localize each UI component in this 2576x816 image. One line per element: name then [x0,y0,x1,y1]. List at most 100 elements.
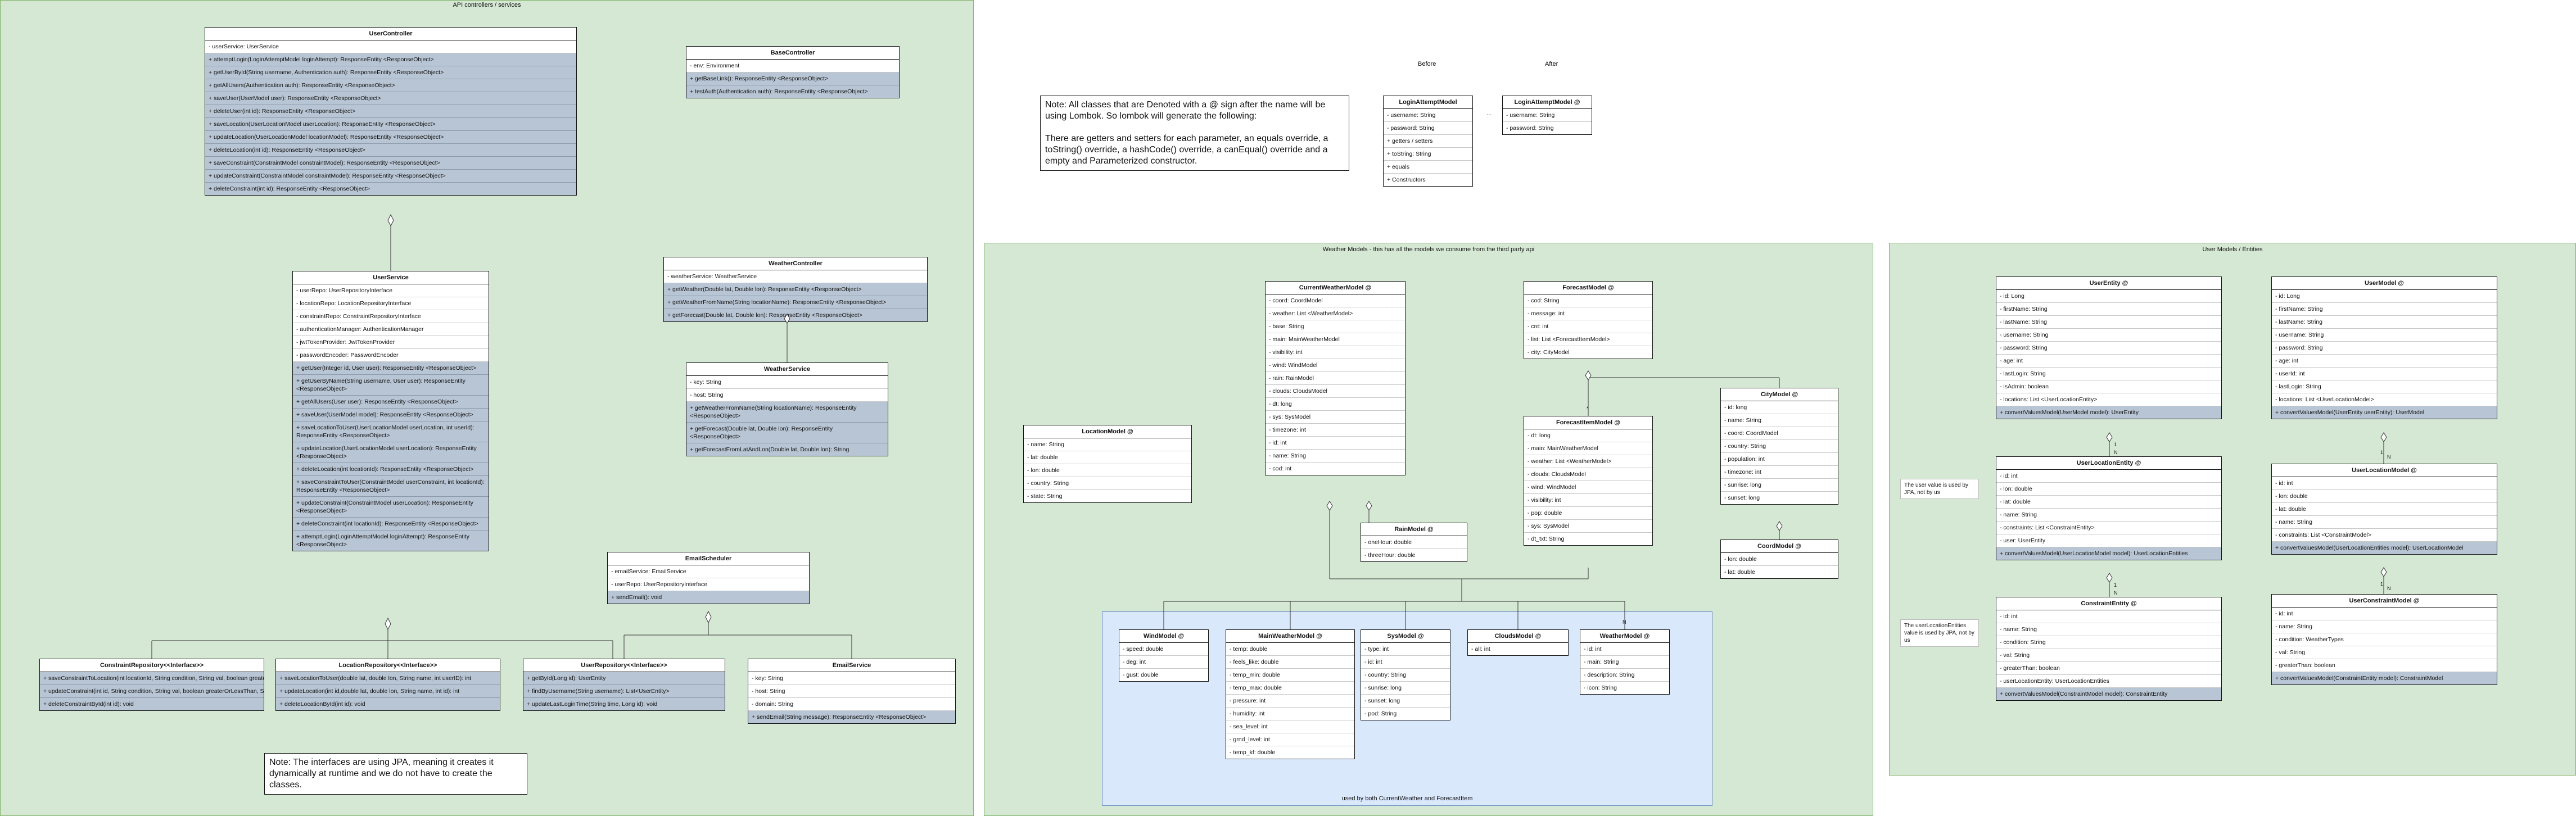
user-entity-class[interactable]: UserEntity @- id: Long- firstName: Strin… [1996,276,2222,419]
user-controller-class[interactable]: UserController- userService: UserService… [205,27,577,196]
multiplicity-usermodel-many: N [2387,454,2391,460]
class-method: + updateLocation(UserLocationModel userL… [293,442,489,463]
class-title: UserController [205,28,576,40]
shared-group-label: used by both CurrentWeather and Forecast… [1341,795,1473,802]
class-field: - val: String [2272,646,2497,659]
class-method: + updateLocation(int id,double lat, doub… [276,685,500,698]
class-field: - dt: long [1266,398,1405,411]
class-field: - domain: String [748,698,955,711]
wind-model-class[interactable]: WindModel @- speed: double- deg: int- gu… [1119,629,1209,682]
class-field: - city: CityModel [1527,349,1570,356]
class-method: + convertValuesModel(UserEntity userEnti… [2272,406,2497,419]
login-attempt-before-class[interactable]: LoginAttemptModel- username: String- pas… [1383,96,1473,187]
class-field: - id: long [1721,401,1838,414]
main-weather-model-class[interactable]: MainWeatherModel @- temp: double- feels_… [1226,629,1355,759]
class-field: - rain: RainModel [1266,372,1405,385]
class-method: + getForecastFromLatAndLon(Double lat, D… [686,443,888,456]
class-field: - locations: List <UserLocationModel> [2272,393,2497,406]
location-repository-interface[interactable]: LocationRepository<<Interface>>+ saveLoc… [275,659,500,711]
city-model-class[interactable]: CityModel @- id: long- name: String- coo… [1720,388,1838,505]
class-field: - id: Long [2272,290,2497,303]
rain-model-class[interactable]: RainModel @- oneHour: double- threeHour:… [1361,523,1467,562]
class-field: - temp: double [1226,643,1354,656]
multiplicity-locmodel-many: N [2387,586,2391,591]
jpa-note: Note: The interfaces are using JPA, mean… [264,753,527,795]
base-controller-class[interactable]: BaseController- env: Environment+ getBas… [686,46,900,98]
class-field: - message: int [1524,307,1652,320]
weather-controller-class[interactable]: WeatherController- weatherService: Weath… [663,257,928,322]
class-field: - age: int [1996,355,2221,368]
user-location-model-class[interactable]: UserLocationModel @- id: int- lon: doubl… [2271,464,2497,555]
class-method: + getWeatherFromName(String locationName… [664,296,927,309]
constraint-entity-class[interactable]: ConstraintEntity @- id: int- name: Strin… [1996,597,2222,701]
class-method: + updateLastLoginTime(String time, Long … [523,698,725,710]
user-service-class[interactable]: UserService- userRepo: UserRepositoryInt… [292,271,489,551]
class-field: - userService: UserService [205,40,576,53]
class-field: - wind: WindModel [1266,359,1405,372]
class-method: + saveLocationToUser(UserLocationModel u… [293,421,489,442]
class-field: - pressure: int [1226,695,1354,708]
class-field: - name: String [1266,450,1405,463]
user-model-class[interactable]: UserModel @- id: Long- firstName: String… [2271,276,2497,419]
user-location-entity-class[interactable]: UserLocationEntity @- id: int- lon: doub… [1996,456,2222,560]
class-title: ConstraintEntity @ [1996,597,2221,610]
class-field: - sys: SysModel [1524,520,1652,533]
class-method: + deleteConstraint(int id): ResponseEnti… [205,183,576,195]
class-title: WindModel @ [1119,630,1208,643]
class-method: + convertValuesModel(UserLocationModel m… [1996,547,2221,560]
weather-service-class[interactable]: WeatherService- key: String- host: Strin… [686,362,888,456]
email-service-class[interactable]: EmailService- key: String- host: String-… [748,659,956,724]
class-method: + getById(Long id): UserEntity [523,672,725,685]
user-constraint-model-class[interactable]: UserConstraintModel @- id: int- name: St… [2271,594,2497,685]
class-field: - description: String [1580,669,1669,682]
class-field: - key: String [686,376,888,389]
class-field: - password: String [2272,342,2497,355]
class-field: - sys: SysModel [1266,411,1405,424]
class-title: EmailService [748,659,955,672]
class-method: + getAllUsers(Authentication auth): Resp… [205,79,576,92]
class-title: LocationModel @ [1024,425,1191,438]
class-field: - emailService: EmailService [608,565,809,578]
class-method: + getters / setters [1384,135,1472,148]
class-method: + attemptLogin(LoginAttemptModel loginAt… [293,531,489,551]
class-field: - lastName: String [2272,316,2497,329]
class-method: + convertValuesModel(ConstraintModel mod… [1996,688,2221,700]
class-field: - country: String [1721,440,1838,453]
class-field: - clouds: CloudsModel [1524,468,1652,481]
forecast-model-class[interactable]: ForecastModel @- cod: String- message: i… [1524,281,1653,359]
class-field: - id: int [1361,656,1450,669]
class-field: - main: String [1580,656,1669,669]
multiplicity-location-many: N [2114,590,2118,596]
weather-model-class[interactable]: WeatherModel @- id: int- main: String- d… [1580,629,1670,695]
user-repository-interface[interactable]: UserRepository<<Interface>>+ getById(Lon… [523,659,725,711]
clouds-model-class[interactable]: CloudsModel @- all: int [1467,629,1569,656]
class-field: - cod: String [1524,294,1652,307]
class-field: - weather: List <WeatherModel> [1266,307,1405,320]
class-title: RainModel @ [1361,523,1467,536]
class-field: - username: String [1996,329,2221,342]
current-weather-model-class[interactable]: CurrentWeatherModel @- coord: CoordModel… [1265,281,1405,475]
coord-model-class[interactable]: CoordModel @- lon: double- lat: double [1720,540,1838,579]
class-method: + deleteLocation(int id): ResponseEntity… [205,144,576,157]
constraint-repository-interface[interactable]: ConstraintRepository<<Interface>>+ saveC… [39,659,264,711]
class-method: + getUser(Integer id, User user): Respon… [293,362,489,375]
class-method: + updateConstraint(int id, String condit… [40,685,264,698]
sys-model-class[interactable]: SysModel @- type: int- id: int- country:… [1361,629,1450,720]
class-field: - coord: CoordModel [1721,427,1838,440]
class-title: ForecastModel @ [1524,282,1652,294]
class-field: - user: UserEntity [1996,534,2221,547]
class-title: SysModel @ [1361,630,1450,643]
multiplicity-locmodel-one: 1 [2380,581,2384,587]
class-field: - lon: double [1996,483,2221,496]
class-method: + updateLocation(UserLocationModel locat… [205,131,576,144]
class-method: + getBaseLink(): ResponseEntity <Respons… [686,72,899,85]
email-scheduler-class[interactable]: EmailScheduler- emailService: EmailServi… [607,552,810,604]
class-method: + attemptLogin(LoginAttemptModel loginAt… [205,53,576,66]
forecast-item-model-class[interactable]: ForecastItemModel @- dt: long- main: Mai… [1524,416,1653,546]
location-model-class[interactable]: LocationModel @- name: String- lat: doub… [1023,425,1192,503]
class-field: - password: String [1506,125,1554,132]
class-field: - key: String [748,672,955,685]
class-field: - name: String [1996,623,2221,636]
login-attempt-after-class[interactable]: LoginAttemptModel @- username: String- p… [1502,96,1592,135]
multiplicity-usermodel-one: 1 [2380,450,2384,455]
